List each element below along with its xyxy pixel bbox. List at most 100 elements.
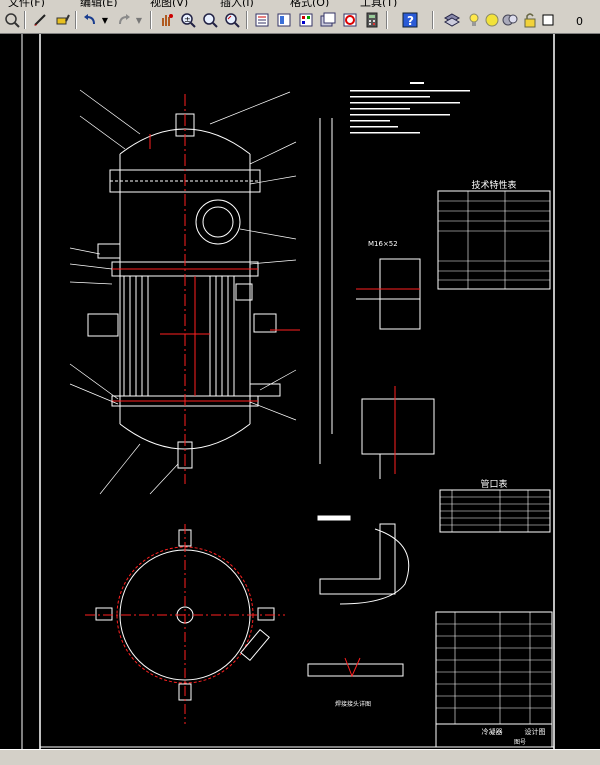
zoom-realtime-icon[interactable]: ± [178, 10, 198, 30]
corner-joint-outline [319, 523, 396, 595]
plan-center-lines [85, 524, 285, 724]
notes-heading-line [410, 82, 424, 84]
note-line [350, 102, 460, 104]
toolbar-separator [24, 11, 26, 29]
status-bar [0, 749, 600, 765]
nozzle-table: 管口表 [439, 478, 551, 533]
note-line [350, 114, 450, 116]
note-line [350, 120, 390, 122]
help-icon[interactable]: ? [400, 10, 420, 30]
leader-line [69, 363, 119, 400]
leader-line [249, 141, 297, 165]
side-nozzle [235, 283, 253, 301]
sun-icon[interactable] [482, 10, 502, 30]
support-lug-left [87, 313, 119, 337]
nozzle-table-title: 管口表 [480, 478, 507, 490]
flange-detail-body [379, 258, 421, 330]
calculator-icon[interactable] [362, 10, 382, 30]
toolbar-separator [432, 11, 434, 29]
title-block-name: 设计图 [525, 727, 546, 736]
tech-properties-table: 技术特性表 [437, 179, 551, 290]
zoom-previous-icon[interactable] [222, 10, 242, 30]
note-line [350, 126, 398, 128]
menu-item-file[interactable]: 文件(F) [8, 0, 45, 7]
corner-joint-detail [317, 515, 410, 605]
toolbar-separator [75, 11, 77, 29]
tech-props-title: 技术特性表 [471, 179, 516, 191]
leader-line [99, 443, 141, 495]
flange-detail-view: M16×52 [356, 240, 421, 330]
undo-icon[interactable] [80, 10, 100, 30]
sheet-set-icon[interactable] [318, 10, 338, 30]
lock-icon[interactable] [520, 10, 540, 30]
drawing-canvas[interactable]: 技术特性表 管口表 M16×52 [0, 34, 600, 749]
leader-line [209, 91, 291, 125]
menu-item-tools[interactable]: 工具(T) [360, 0, 398, 7]
leader-line [249, 259, 297, 265]
properties-icon[interactable] [252, 10, 272, 30]
note-line [350, 90, 470, 92]
tech-props-frame [437, 190, 551, 290]
paintbrush-icon[interactable] [52, 10, 72, 30]
weld-note-label: 焊接接头详图 [335, 700, 371, 708]
leader-line [69, 383, 119, 405]
menu-item-view[interactable]: 视图(V) [150, 0, 189, 7]
lightbulb-icon[interactable] [464, 10, 484, 30]
redo-dropdown-chevron-icon[interactable]: ▼ [135, 15, 143, 25]
pan-icon[interactable] [156, 10, 176, 30]
color-icon[interactable] [500, 10, 520, 30]
manhole-inner [202, 206, 234, 238]
layers-icon[interactable] [442, 10, 462, 30]
menu-bar: 文件(F) 编辑(E) 视图(V) 插入(I) 格式(O) 工具(T) [0, 0, 600, 7]
print-preview-icon[interactable] [2, 10, 22, 30]
manhole [195, 199, 241, 245]
current-layer-value[interactable]: 0 [576, 15, 583, 28]
leader-line [149, 463, 179, 495]
note-line [350, 108, 410, 110]
leader-line [69, 281, 113, 285]
note-line [350, 96, 430, 98]
leader-line [249, 401, 297, 421]
flange-detail-label: M16×52 [368, 240, 398, 248]
weld-detail-view [361, 386, 435, 479]
markup-icon[interactable] [340, 10, 360, 30]
redo-icon[interactable] [114, 10, 134, 30]
undo-dropdown-chevron-icon[interactable]: ▼ [101, 15, 109, 25]
menu-item-edit[interactable]: 编辑(E) [80, 0, 118, 7]
leader-line [79, 89, 141, 135]
technical-notes [350, 82, 470, 134]
square-icon[interactable] [538, 10, 558, 30]
note-line [350, 132, 420, 134]
menu-item-insert[interactable]: 插入(I) [220, 0, 254, 7]
support-lug-right [253, 313, 277, 333]
pen-icon[interactable] [30, 10, 50, 30]
zoom-window-icon[interactable] [200, 10, 220, 30]
standard-toolbar: ▼ ▼ ± ? [0, 7, 600, 34]
butt-weld-groove [344, 657, 361, 678]
toolbar-separator [386, 11, 388, 29]
plan-right-lug [257, 607, 275, 621]
title-block: 冷凝器 设计图 图号 [435, 611, 553, 748]
leader-line [249, 175, 297, 185]
butt-weld-detail: 焊接接头详图 [307, 657, 404, 708]
leader-line [69, 263, 113, 270]
title-block-project: 冷凝器 [482, 727, 503, 736]
menu-item-format[interactable]: 格式(O) [290, 0, 330, 7]
tool-palette-icon[interactable] [296, 10, 316, 30]
svg-text:±: ± [184, 15, 191, 24]
vessel-elevation-view [87, 113, 333, 469]
corner-joint-title-bar [317, 515, 351, 521]
corner-joint-break-line [339, 528, 410, 605]
plan-left-lug [95, 607, 113, 621]
center-lines [112, 94, 300, 484]
leader-line [69, 247, 101, 255]
lower-side-nozzle [249, 383, 281, 397]
butt-weld-plate [307, 663, 404, 677]
weld-detail-body [361, 398, 435, 455]
title-block-frame [435, 611, 553, 748]
toolbar-separator [246, 11, 248, 29]
svg-text:?: ? [407, 14, 414, 28]
leader-line [259, 369, 297, 391]
leader-lines [69, 89, 297, 495]
design-center-icon[interactable] [274, 10, 294, 30]
